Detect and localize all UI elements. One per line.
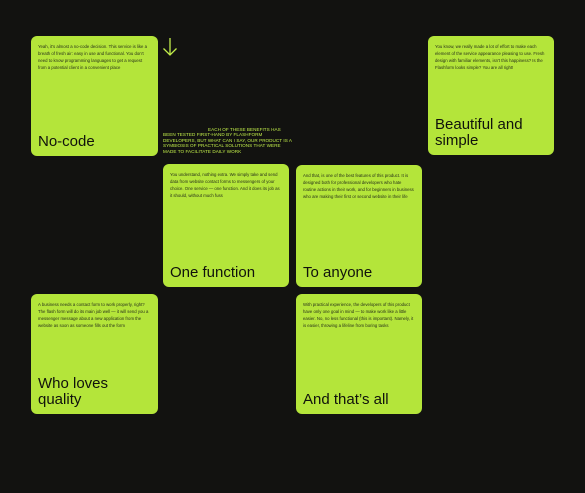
card-and-thats-all-title: And that’s all [303, 392, 416, 408]
card-to-anyone-text: And that, is one of the best features of… [303, 173, 414, 200]
card-who-loves-quality-title-line2: quality [38, 391, 82, 408]
card-to-anyone-title: To anyone [303, 265, 416, 281]
card-no-code: Yeah, it's almost a no-code decision. Th… [31, 36, 158, 156]
card-no-code-title-text: No-code [38, 133, 95, 150]
card-no-code-title: No-code [38, 134, 152, 150]
card-and-thats-all-title-text: And that’s all [303, 391, 389, 408]
card-beautiful-simple-text: You know, we really made a lot of effort… [435, 44, 545, 71]
card-one-function-text: You understand, nothing extra. We simply… [170, 172, 280, 199]
card-and-thats-all: With practical experience, the developer… [296, 294, 422, 414]
card-to-anyone-title-text: To anyone [303, 264, 373, 281]
card-beautiful-simple-title-line1: Beautiful and [435, 116, 523, 133]
card-no-code-text: Yeah, it's almost a no-code decision. Th… [38, 44, 148, 71]
card-who-loves-quality-title: Who loves quality [38, 376, 152, 408]
card-beautiful-simple: You know, we really made a lot of effort… [428, 36, 554, 155]
card-who-loves-quality: A business needs a contact form to work … [31, 294, 158, 414]
card-to-anyone: And that, is one of the best features of… [296, 165, 422, 287]
card-one-function: You understand, nothing extra. We simply… [163, 164, 289, 287]
arrow-down-icon [163, 38, 177, 56]
card-one-function-title: One function [170, 265, 283, 281]
card-and-thats-all-text: With practical experience, the developer… [303, 302, 414, 329]
card-beautiful-simple-title-line2: simple [435, 132, 479, 149]
card-one-function-title-text: One function [170, 264, 256, 281]
card-beautiful-simple-title: Beautiful and simple [435, 117, 548, 149]
card-who-loves-quality-text: A business needs a contact form to work … [38, 302, 149, 329]
card-who-loves-quality-title-line1: Who loves [38, 375, 109, 392]
